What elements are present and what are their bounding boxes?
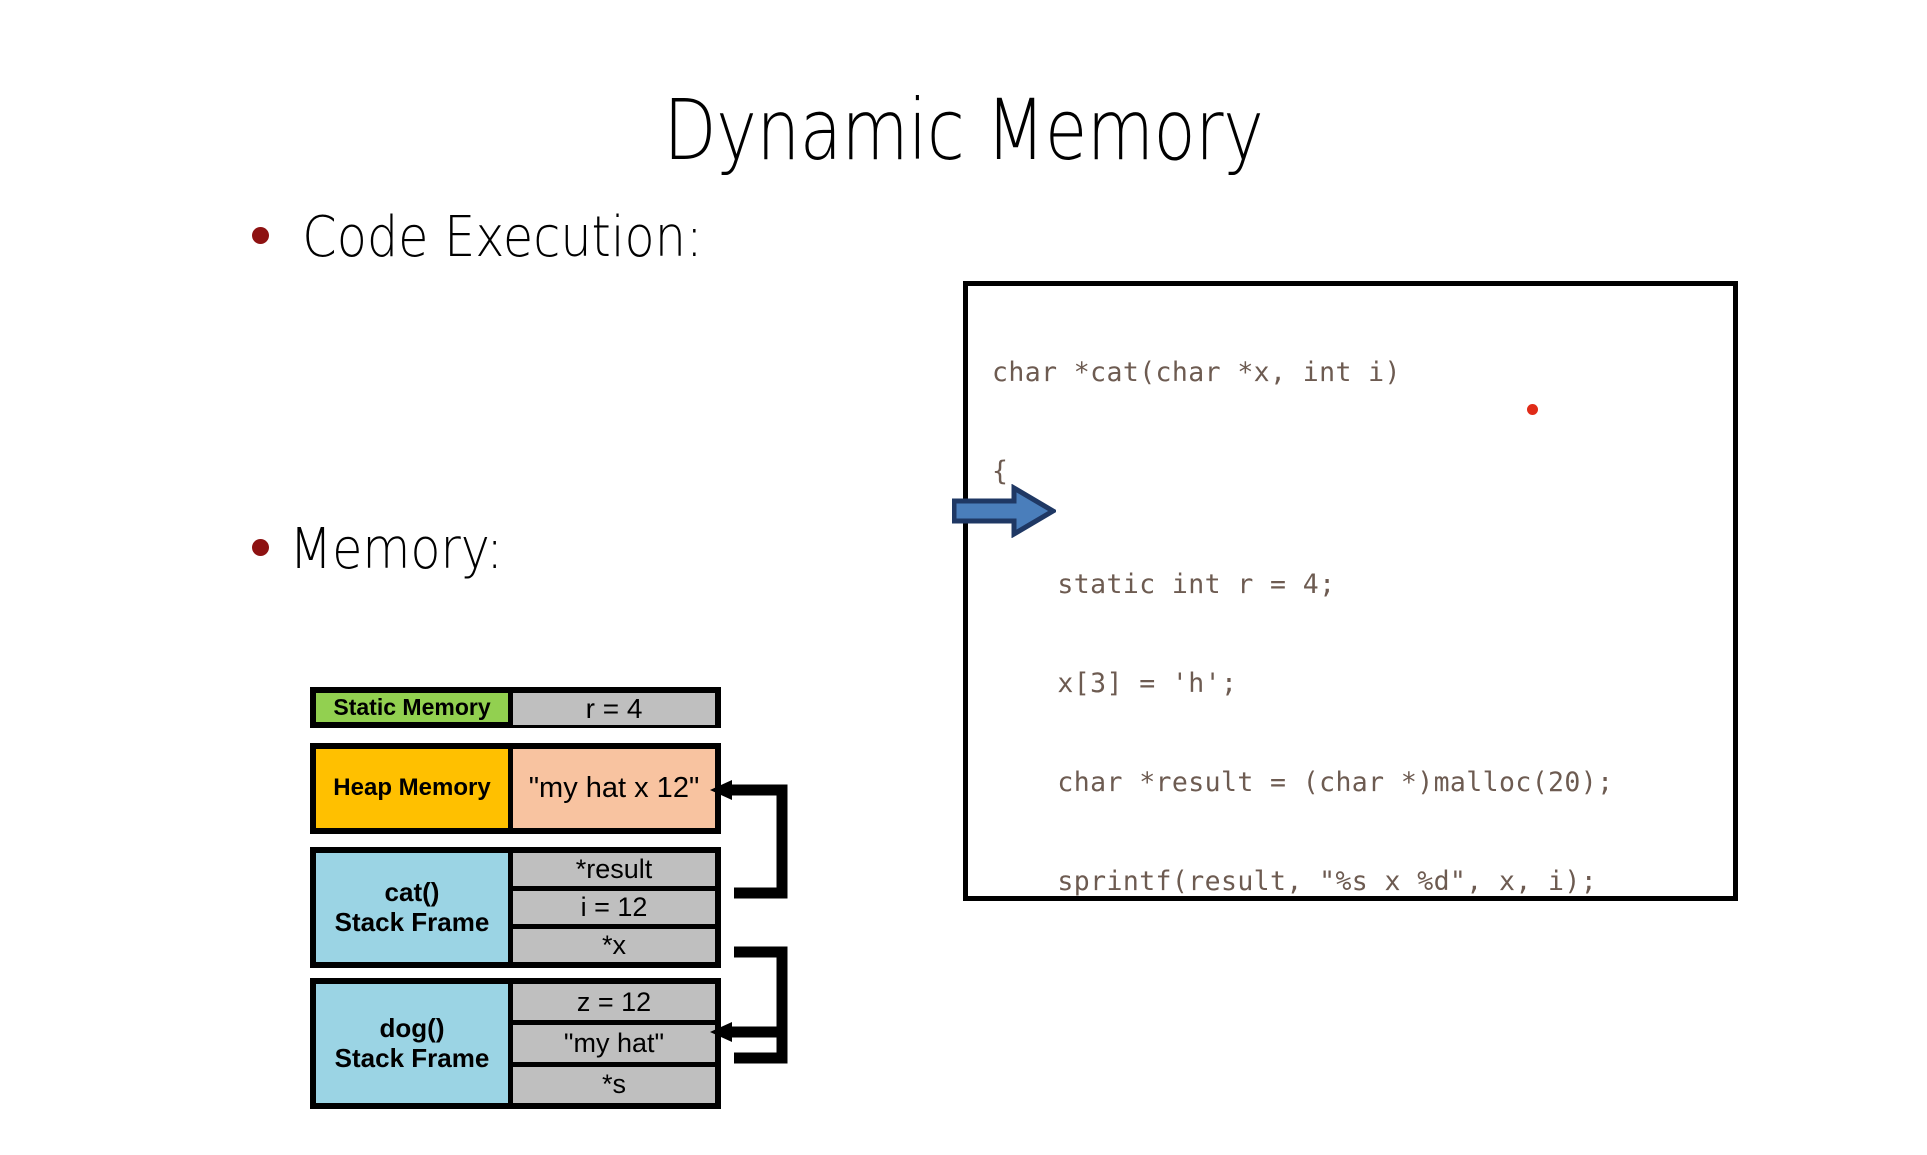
memory-cell-list: z = 12 "my hat" *s — [513, 984, 715, 1103]
memory-block-label: Heap Memory — [316, 749, 513, 828]
memory-cell: r = 4 — [513, 693, 715, 725]
memory-cell: z = 12 — [513, 984, 715, 1026]
code-listing-box: char *cat(char *x, int i) { static int r… — [963, 281, 1738, 901]
memory-cell: "my hat" — [513, 1025, 715, 1067]
memory-cell-list: r = 4 — [513, 693, 715, 725]
bullet-dot-icon — [252, 227, 269, 244]
memory-block-label: Static Memory — [316, 693, 513, 722]
page-title: Dynamic Memory — [663, 81, 1264, 179]
code-line: sprintf(result, "%s x %d", x, i); — [992, 866, 1598, 897]
bullet-label: Memory: — [289, 517, 503, 582]
bullet-memory: Memory: — [252, 522, 518, 578]
laser-pointer-dot — [1527, 404, 1538, 415]
memory-cell-list: *result i = 12 *x — [513, 853, 715, 962]
code-listing: char *cat(char *x, int i) { static int r… — [992, 292, 1614, 897]
code-line: char *result = (char *)malloc(20); — [992, 767, 1614, 798]
memory-block-label-line2: Stack Frame — [334, 1042, 490, 1073]
memory-cell: *result — [513, 853, 715, 891]
bullet-dot-icon — [252, 539, 269, 556]
memory-block-label-line1: dog() — [379, 1013, 445, 1044]
memory-cell: *x — [513, 929, 715, 962]
memory-block-label-line2: Stack Frame — [334, 906, 490, 937]
memory-block-heap: Heap Memory "my hat x 12" — [310, 743, 721, 834]
memory-block-label: dog() Stack Frame — [316, 984, 513, 1103]
memory-block-static: Static Memory r = 4 — [310, 687, 721, 728]
memory-block-label-line1: cat() — [384, 877, 440, 908]
code-line: x[3] = 'h'; — [992, 668, 1238, 699]
bullet-label: Code Execution: — [302, 205, 703, 270]
code-line: { — [992, 456, 1009, 487]
memory-cell: *s — [513, 1066, 715, 1103]
memory-block-label: cat() Stack Frame — [316, 853, 513, 962]
memory-diagram: Static Memory r = 4 Heap Memory "my hat … — [310, 687, 788, 1125]
bullet-code-execution: Code Execution: — [252, 210, 730, 266]
memory-cell: "my hat x 12" — [513, 749, 715, 828]
memory-cell: i = 12 — [513, 891, 715, 929]
blue-block-arrow-icon — [952, 484, 1056, 538]
pointer-connector-result-to-heap — [710, 780, 788, 899]
memory-cell-list: "my hat x 12" — [513, 749, 715, 828]
pointer-connector-s-to-my-hat — [710, 946, 788, 1064]
code-line: static int r = 4; — [992, 569, 1336, 600]
memory-block-dog-frame: dog() Stack Frame z = 12 "my hat" *s — [310, 978, 721, 1109]
memory-block-cat-frame: cat() Stack Frame *result i = 12 *x — [310, 847, 721, 968]
code-line: char *cat(char *x, int i) — [992, 357, 1401, 388]
